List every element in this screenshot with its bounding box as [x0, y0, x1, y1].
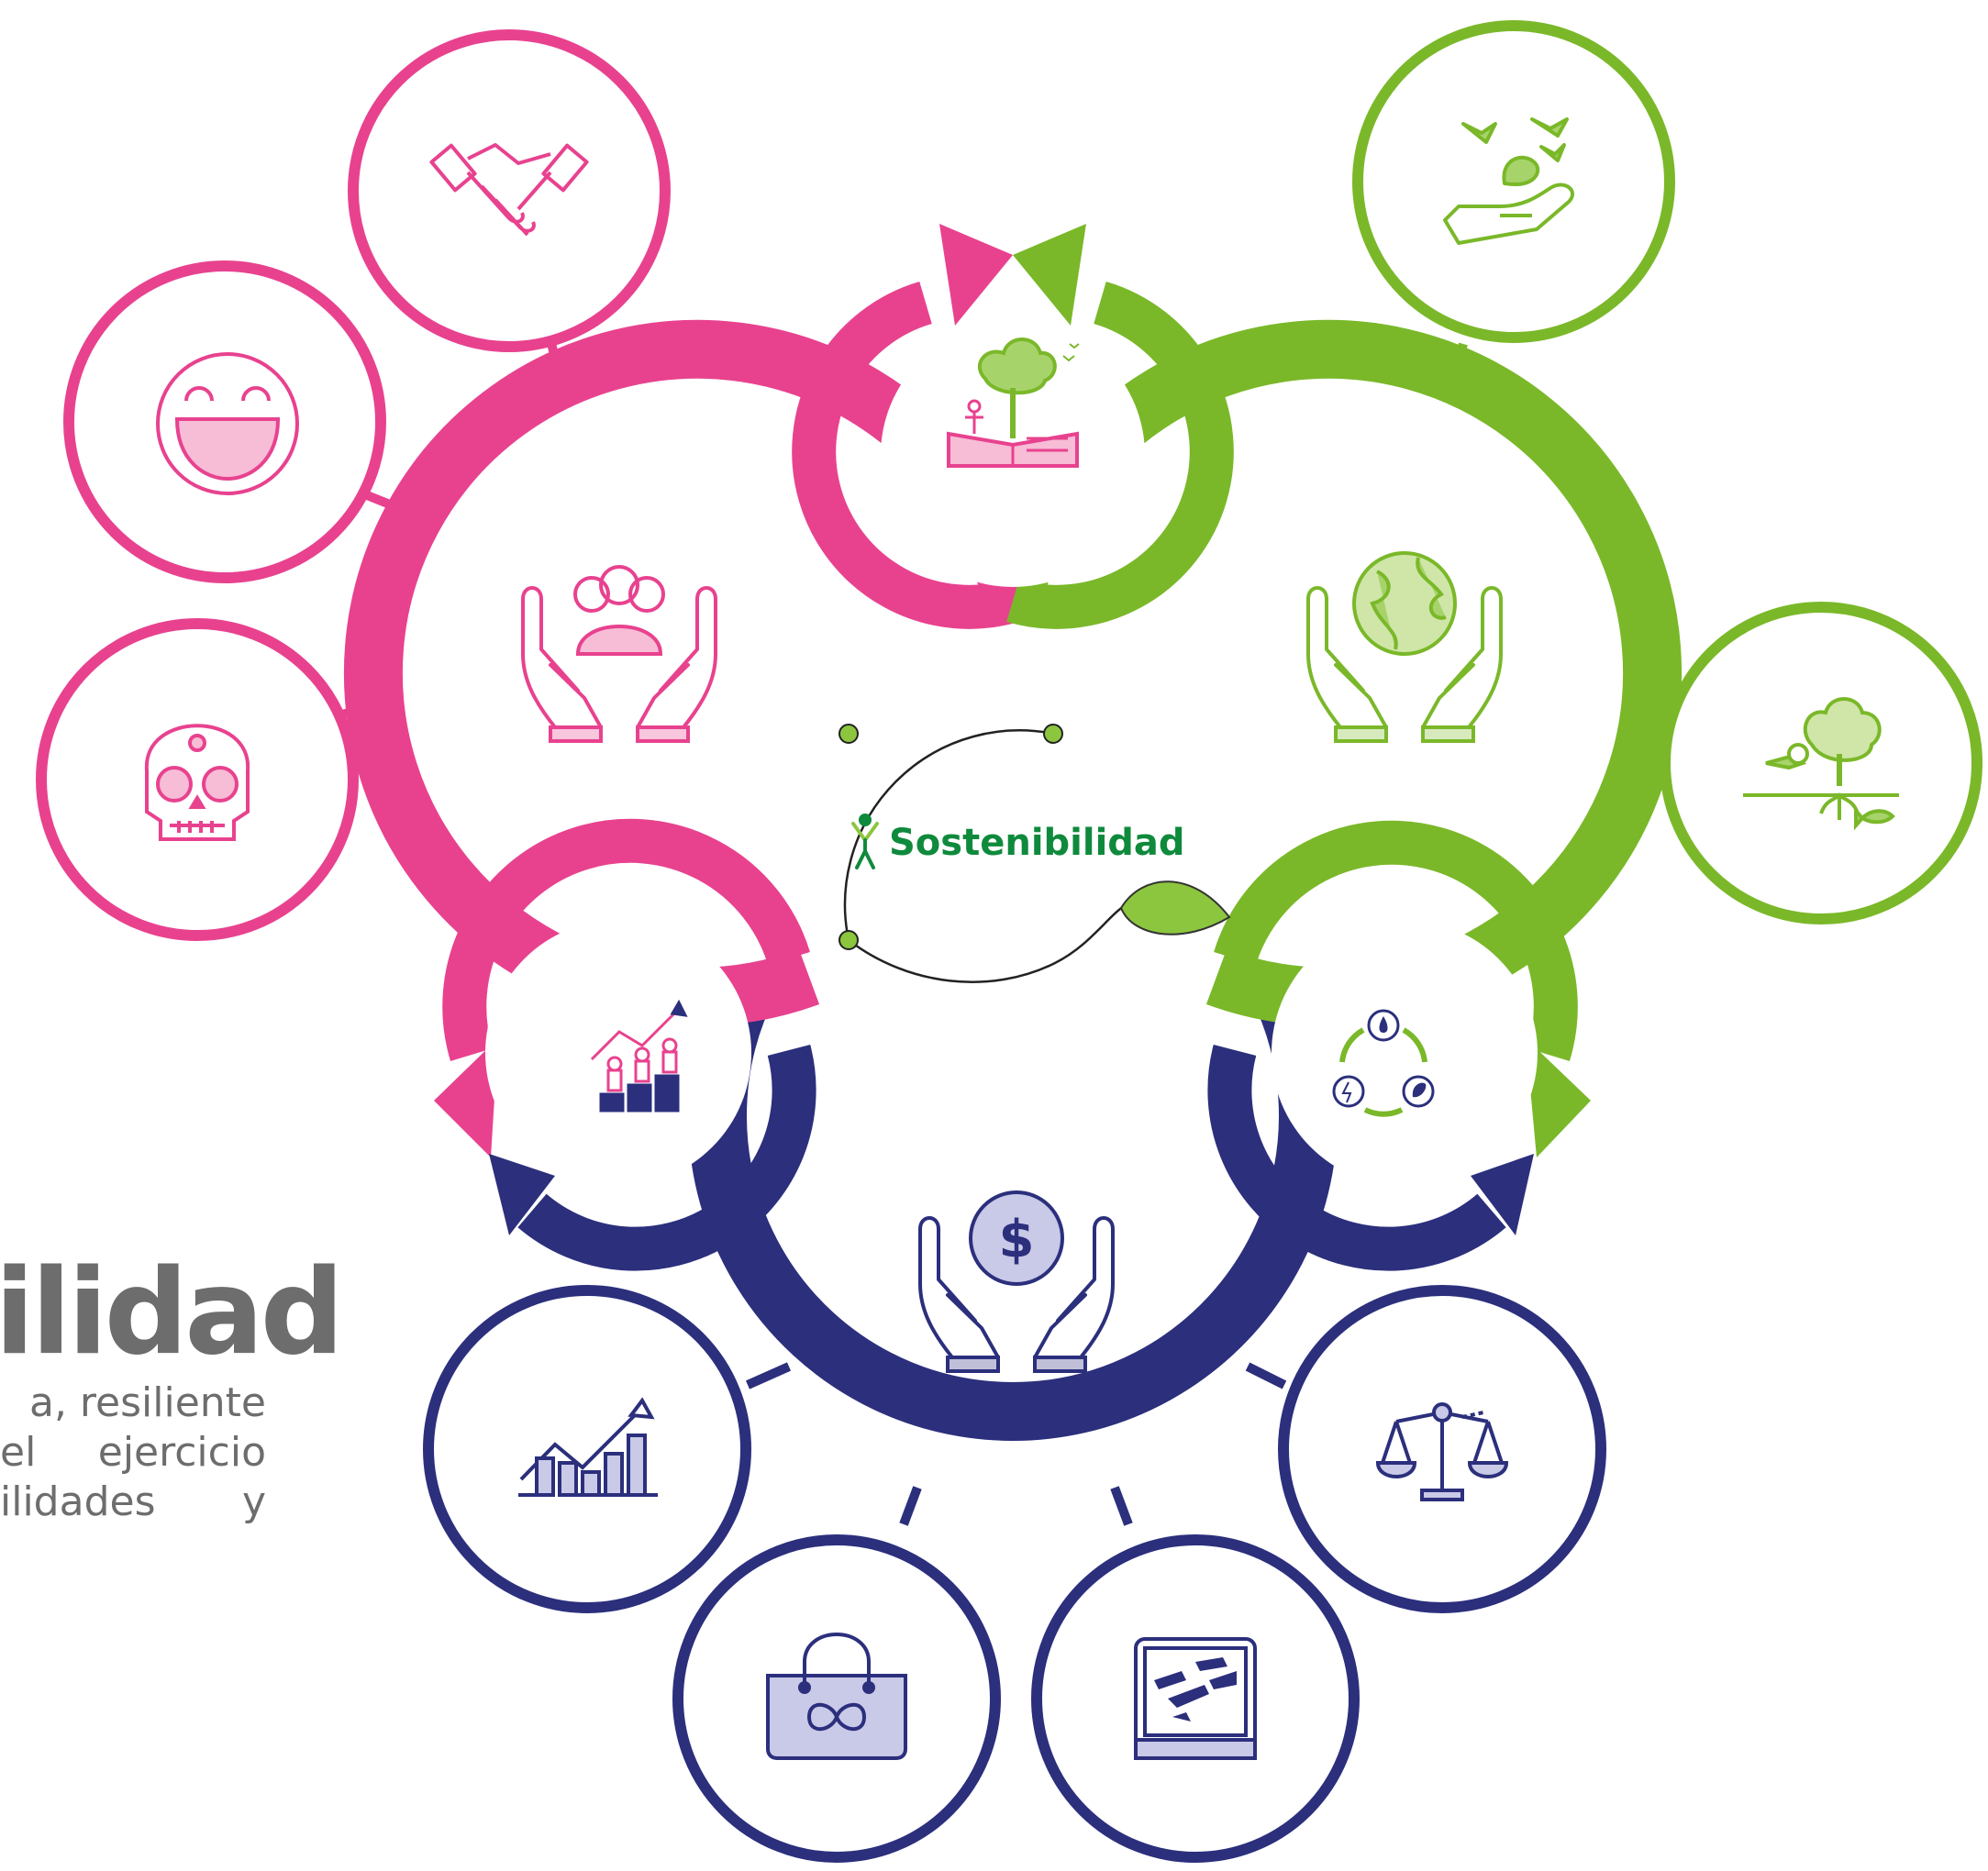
- pink-left-arrow: [442, 818, 810, 1061]
- money-in-hands-icon: $: [918, 1190, 1115, 1373]
- navy-left-arrowhead: [489, 1154, 555, 1235]
- handshake-icon: [429, 143, 589, 237]
- smiling-face-icon: [156, 352, 299, 495]
- inner-discs: [485, 323, 1538, 1186]
- green-top-arrowhead: [1013, 224, 1086, 326]
- birds-in-hand-icon: [1443, 117, 1575, 245]
- navy-right-arrowhead: [1471, 1154, 1534, 1235]
- person-icon: [851, 814, 879, 869]
- economic-ring: [688, 969, 1338, 1441]
- pink-top-arrowhead: [939, 224, 1013, 326]
- community-in-hands-icon: [521, 565, 717, 743]
- side-text-line-2: el ejercicio: [0, 1429, 266, 1476]
- green-right-arrow: [1214, 820, 1578, 1062]
- pink-left-arrowhead: [434, 1038, 498, 1157]
- pink-top-arrow: [792, 281, 1019, 629]
- navy-left-arrow: [517, 1044, 816, 1271]
- ecosystem-tree-toucan-fish-icon: [1743, 697, 1899, 831]
- map-book-icon: [1134, 1637, 1257, 1760]
- small-rings: [434, 224, 1591, 1271]
- education-nature-book-icon: [947, 338, 1080, 468]
- side-text-line-3: ilidades y: [0, 1478, 266, 1525]
- leaf-icon: [1119, 880, 1231, 936]
- side-text-line-1: a, resiliente: [28, 1379, 266, 1426]
- balance-scale-icon: [1375, 1402, 1509, 1501]
- navy-right-arrow: [1207, 1044, 1506, 1271]
- people-growth-icon: [590, 999, 688, 1113]
- resource-cycle-icon: [1332, 1009, 1435, 1117]
- center-emblem: Sostenibilidad: [839, 724, 1231, 983]
- growth-chart-icon: [518, 1397, 661, 1497]
- center-title: Sostenibilidad: [889, 822, 1185, 864]
- green-top-arrow: [1006, 281, 1234, 629]
- sugar-skull-icon: [144, 724, 250, 841]
- green-right-arrowhead: [1526, 1038, 1591, 1157]
- outer-circles: [36, 20, 1982, 1863]
- earth-in-hands-icon: [1306, 551, 1503, 743]
- svg-text:$: $: [999, 1210, 1035, 1269]
- reusable-bag-icon: [766, 1633, 907, 1760]
- side-heading: ilidad: [0, 1245, 344, 1381]
